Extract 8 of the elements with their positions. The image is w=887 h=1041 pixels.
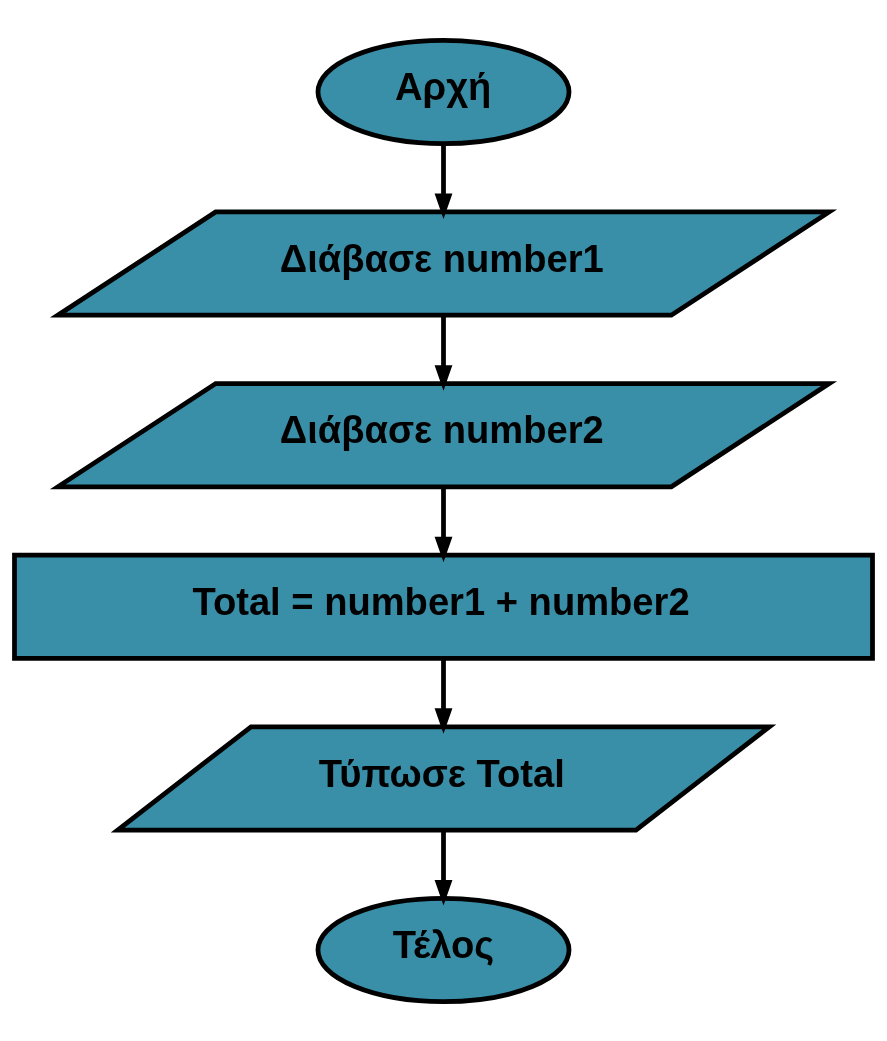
arrow bbox=[434, 829, 453, 905]
arrow bbox=[434, 486, 453, 562]
arrow bbox=[434, 143, 453, 219]
node-ellipse: Αρχή bbox=[315, 37, 572, 146]
arrow bbox=[434, 314, 453, 391]
arrow bbox=[434, 657, 453, 734]
node-ellipse: Τέλος bbox=[315, 895, 572, 1004]
node-box: Total = number1 + number2 bbox=[12, 552, 875, 661]
